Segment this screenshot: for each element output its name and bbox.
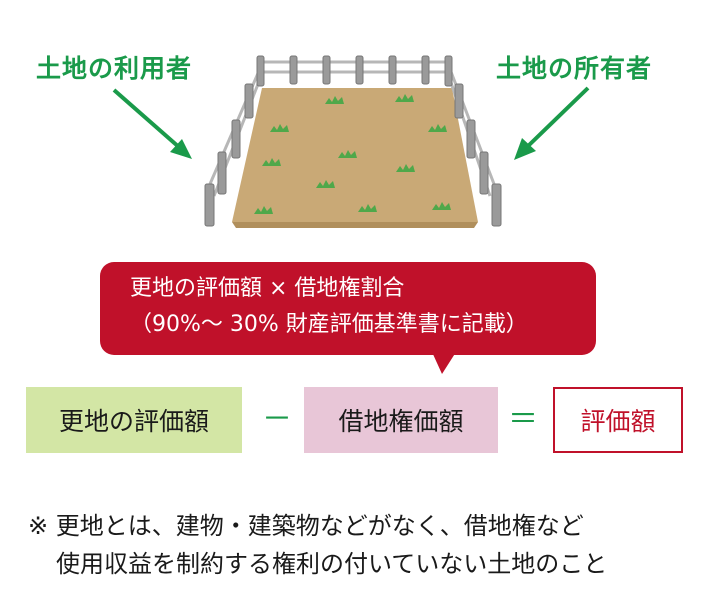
soil-edge [232,222,478,228]
footnote-line-2: 使用収益を制約する権利の付いていない土地のこと [56,550,608,578]
bubble-tail [432,352,456,374]
bubble-line-2: （90%～ 30% 財産評価基準書に記載） [130,312,528,337]
land-plot-illustration [112,55,590,228]
vacant-land-value-box: 更地の評価額 [26,387,242,453]
arrow-user-icon [112,88,192,159]
arrow-owner-icon [514,86,590,160]
grass-tufts [254,94,451,214]
leasehold-value-box: 借地権価額 [304,387,498,453]
bubble-line-1: 更地の評価額 × 借地権割合 [130,276,405,301]
land-user-label: 土地の利用者 [36,54,193,83]
formula-bubble: 更地の評価額 × 借地権割合 （90%～ 30% 財産評価基準書に記載） [100,262,596,355]
equals-sign: ＝ [508,402,538,437]
result-value-box: 評価額 [553,387,683,453]
footnote-line-1: ※ 更地とは、建物・建築物などがなく、借地権など [28,512,584,540]
land-owner-label: 土地の所有者 [496,54,653,83]
minus-sign: － [262,402,292,437]
fence-posts [204,55,502,227]
